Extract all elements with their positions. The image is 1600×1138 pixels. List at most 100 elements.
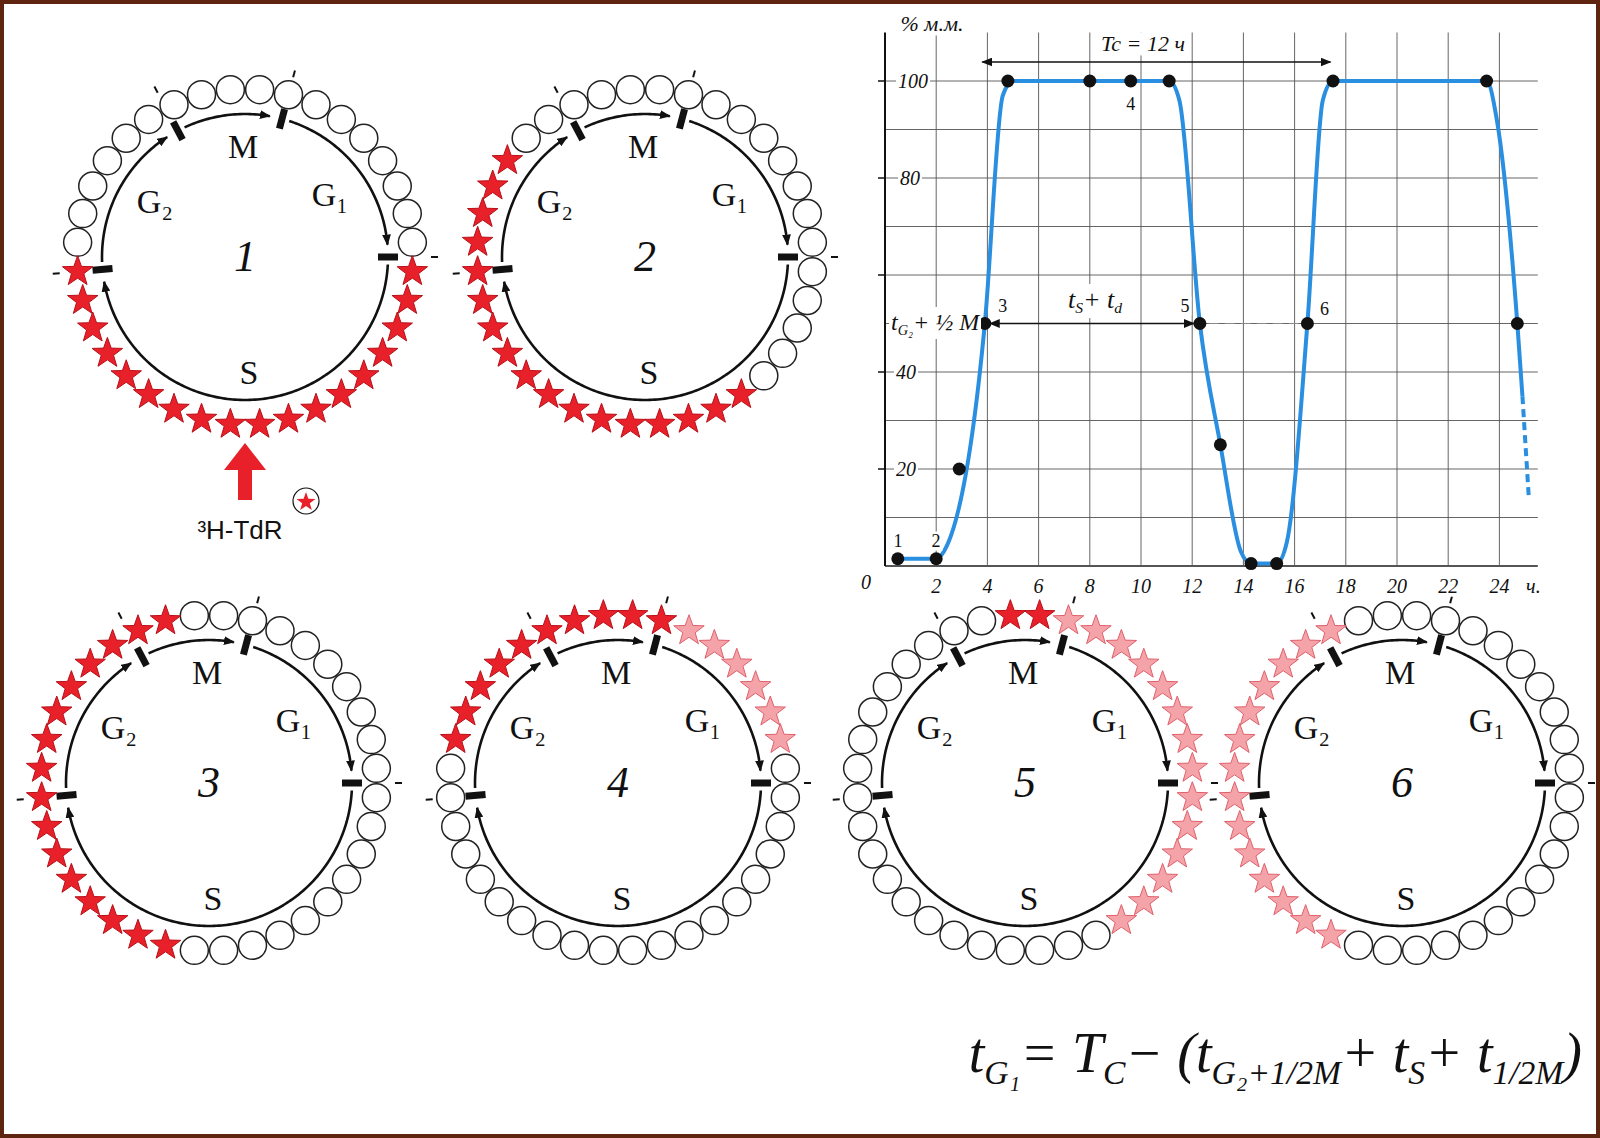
data-point xyxy=(1214,438,1227,451)
unlabelled-cell xyxy=(798,228,826,256)
axis-tick xyxy=(878,274,885,276)
unlabelled-cell xyxy=(1459,921,1487,949)
daughter-cell xyxy=(722,648,752,677)
tick-label: 6 xyxy=(1032,576,1046,597)
unlabelled-cell xyxy=(915,907,943,935)
outer-tick xyxy=(831,256,838,258)
daughter-cell xyxy=(1172,810,1202,839)
labelled-cell xyxy=(392,284,422,313)
unlabelled-cell xyxy=(1431,607,1459,635)
phase-label: M xyxy=(228,130,258,164)
outer-tick xyxy=(118,613,121,619)
phase-label: S xyxy=(204,882,223,916)
subscript: S xyxy=(1408,1054,1425,1091)
phase-label: G₂ xyxy=(510,711,546,745)
phase-label: S xyxy=(1397,882,1416,916)
outer-tick xyxy=(453,272,460,275)
phase-boundary xyxy=(137,648,146,666)
cell-cycle-circle: 3G₂MG₁S xyxy=(4,578,414,988)
labelled-cell xyxy=(97,905,127,934)
unlabelled-cell xyxy=(93,147,121,175)
unlabelled-cell xyxy=(350,124,378,152)
daughter-cell xyxy=(1316,919,1346,948)
labelled-cell xyxy=(701,393,731,422)
phase-arc xyxy=(104,264,388,400)
labelled-cell xyxy=(451,696,481,725)
phase-boundary xyxy=(93,269,113,271)
labelled-cell xyxy=(62,256,92,285)
data-point xyxy=(1480,75,1493,88)
phase-label: G₁ xyxy=(276,704,312,738)
point-number: 3 xyxy=(996,297,1009,316)
phase-label: M xyxy=(1008,656,1038,690)
phase-label: G₂ xyxy=(101,711,137,745)
labelled-cell xyxy=(42,696,72,725)
grid-line xyxy=(885,565,1538,567)
outer-tick xyxy=(154,87,157,93)
phase-label: M xyxy=(1385,656,1415,690)
phase-boundary xyxy=(573,122,582,140)
phase-label: S xyxy=(640,356,659,390)
grid-line xyxy=(1448,33,1449,567)
phase-arc xyxy=(965,640,1050,653)
labelled-cell xyxy=(559,393,589,422)
unlabelled-cell xyxy=(210,936,238,964)
phase-arc xyxy=(477,790,761,926)
data-point xyxy=(1001,75,1014,88)
unlabelled-cell xyxy=(1550,726,1578,754)
axis-title: % м.м. xyxy=(899,12,966,35)
data-point xyxy=(1163,75,1176,88)
phase-boundary xyxy=(1059,635,1064,654)
unlabelled-cell xyxy=(362,754,390,782)
unlabelled-cell xyxy=(393,200,421,228)
labelled-cell xyxy=(511,360,541,389)
tick-label: 22 xyxy=(1436,576,1460,597)
labelled-cell xyxy=(462,226,492,255)
unlabelled-cell xyxy=(347,698,375,726)
daughter-cell xyxy=(755,696,785,725)
daughter-cell xyxy=(765,724,795,753)
unlabelled-cell xyxy=(246,76,274,104)
unlabelled-cell xyxy=(485,888,513,916)
labelled-cell xyxy=(646,605,676,634)
labelled-cell xyxy=(532,615,562,644)
phase-boundary xyxy=(173,122,182,140)
grid-line xyxy=(885,226,1538,227)
tick-label: 10 xyxy=(1129,576,1153,597)
label-icon xyxy=(296,492,315,510)
labelled-cell xyxy=(644,408,674,437)
labelled-cell xyxy=(244,408,274,437)
unlabelled-cell xyxy=(783,314,811,342)
unlabelled-cell xyxy=(1484,907,1512,935)
labelled-cell xyxy=(533,379,563,408)
label-icon xyxy=(293,488,319,514)
grid-line xyxy=(1499,33,1500,567)
phase-arc xyxy=(1342,640,1427,653)
daughter-cell xyxy=(1219,782,1249,811)
phase-boundary xyxy=(778,254,798,261)
unlabelled-cell xyxy=(333,865,361,893)
phase-boundary xyxy=(652,635,657,654)
cell-cycle-circle: 4G₂MG₁S xyxy=(413,578,823,988)
formula-part: ) xyxy=(1563,1022,1582,1084)
labelled-cell xyxy=(1024,600,1054,629)
unlabelled-cell xyxy=(968,607,996,635)
daughter-cell xyxy=(1268,886,1298,915)
y-axis xyxy=(884,33,886,567)
unlabelled-cell xyxy=(849,726,877,754)
point-number: 4 xyxy=(1124,95,1137,114)
outer-tick xyxy=(1588,782,1595,784)
unlabelled-cell xyxy=(1403,936,1431,964)
unlabelled-cell xyxy=(1507,888,1535,916)
labelled-cell xyxy=(492,145,522,174)
phase-arc xyxy=(558,640,643,653)
labelled-cell xyxy=(273,403,303,432)
axis-unit: ч. xyxy=(1524,576,1543,597)
unlabelled-cell xyxy=(452,840,480,868)
stage-number: 5 xyxy=(1014,761,1036,805)
phase-label: M xyxy=(628,130,658,164)
unlabelled-cell xyxy=(1550,812,1578,840)
formula-part: = T xyxy=(1020,1022,1103,1084)
grid-line xyxy=(885,517,1538,518)
